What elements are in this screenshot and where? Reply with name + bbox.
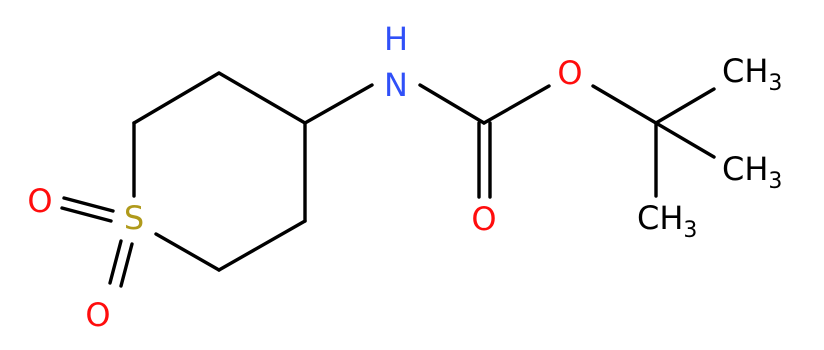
atom-h: H	[384, 20, 408, 58]
bonds	[60, 71, 716, 288]
atom-methyl-1: CH3	[722, 52, 782, 96]
bond-carbonyl-c-ester-o	[482, 84, 551, 125]
atom-ester-o: O	[557, 54, 582, 92]
bond-ring-c2-c3	[132, 71, 221, 125]
atom-sulfonyl-o-1: O	[27, 182, 52, 220]
bond-tbu-methyl-2	[654, 121, 716, 159]
bond-s-o2-b	[119, 242, 134, 288]
methyl-2-main: CH	[722, 150, 768, 188]
bond-n-carbonyl-c	[418, 83, 486, 125]
atom-s: S	[124, 199, 144, 237]
bond-ring-c5-c6	[217, 219, 307, 272]
atom-carbonyl-o: O	[471, 200, 496, 238]
bond-s-o1-b	[60, 206, 113, 223]
bond-c4-n	[303, 83, 374, 125]
atom-sulfonyl-o-2: O	[85, 296, 110, 334]
atom-n: N	[384, 66, 408, 104]
bond-ester-o-tbu-c	[591, 84, 658, 125]
atom-labels: H N O O S O O CH3 CH3 CH3	[27, 20, 782, 334]
methyl-2-sub: 3	[768, 169, 782, 194]
bond-ring-c6-s	[154, 232, 221, 272]
methyl-1-main: CH	[722, 52, 768, 90]
atom-methyl-2: CH3	[722, 150, 782, 194]
atom-methyl-3: CH3	[637, 199, 697, 243]
methyl-1-sub: 3	[768, 71, 782, 96]
bond-tbu-methyl-1	[654, 87, 716, 125]
methyl-3-main: CH	[637, 199, 683, 237]
bond-s-o2-a	[108, 239, 123, 285]
methyl-3-sub: 3	[683, 218, 697, 243]
bond-ring-c3-c4	[217, 71, 307, 125]
bond-s-o1-a	[62, 196, 115, 213]
